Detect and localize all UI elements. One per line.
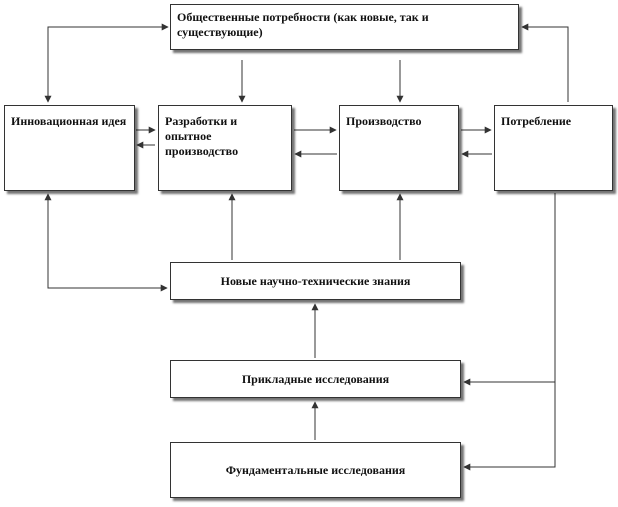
arrow-consumption-applied <box>463 193 556 386</box>
node-consumption-label: Потребление <box>501 114 572 128</box>
node-social-needs: Общественные потребности (как новые, так… <box>170 4 519 50</box>
arrow-idea-knowledge <box>44 193 168 292</box>
node-applied-research: Прикладные исследования <box>170 360 461 398</box>
node-social-needs-label: Общественные потребности (как новые, так… <box>177 10 429 39</box>
node-production-label: Производство <box>346 114 422 128</box>
node-development-label: Разработки и опытное производство <box>165 114 239 158</box>
node-consumption: Потребление <box>494 105 613 191</box>
node-new-knowledge: Новые научно-технические знания <box>170 262 461 300</box>
arrow-consumption-fundamental <box>463 382 556 471</box>
arrow-needs-idea <box>44 23 169 103</box>
node-development: Разработки и опытное производство <box>158 105 292 191</box>
node-fundamental-research: Фундаментальные исследования <box>170 442 461 498</box>
node-fundamental-research-label: Фундаментальные исследования <box>225 462 406 477</box>
arrow-consumption-needs <box>521 23 569 102</box>
node-innovation-idea-label: Инновационная идея <box>11 114 127 128</box>
node-applied-research-label: Прикладные исследования <box>241 371 390 386</box>
node-innovation-idea: Инновационная идея <box>4 105 135 191</box>
node-production: Производство <box>339 105 459 191</box>
node-new-knowledge-label: Новые научно-технические знания <box>220 273 411 288</box>
